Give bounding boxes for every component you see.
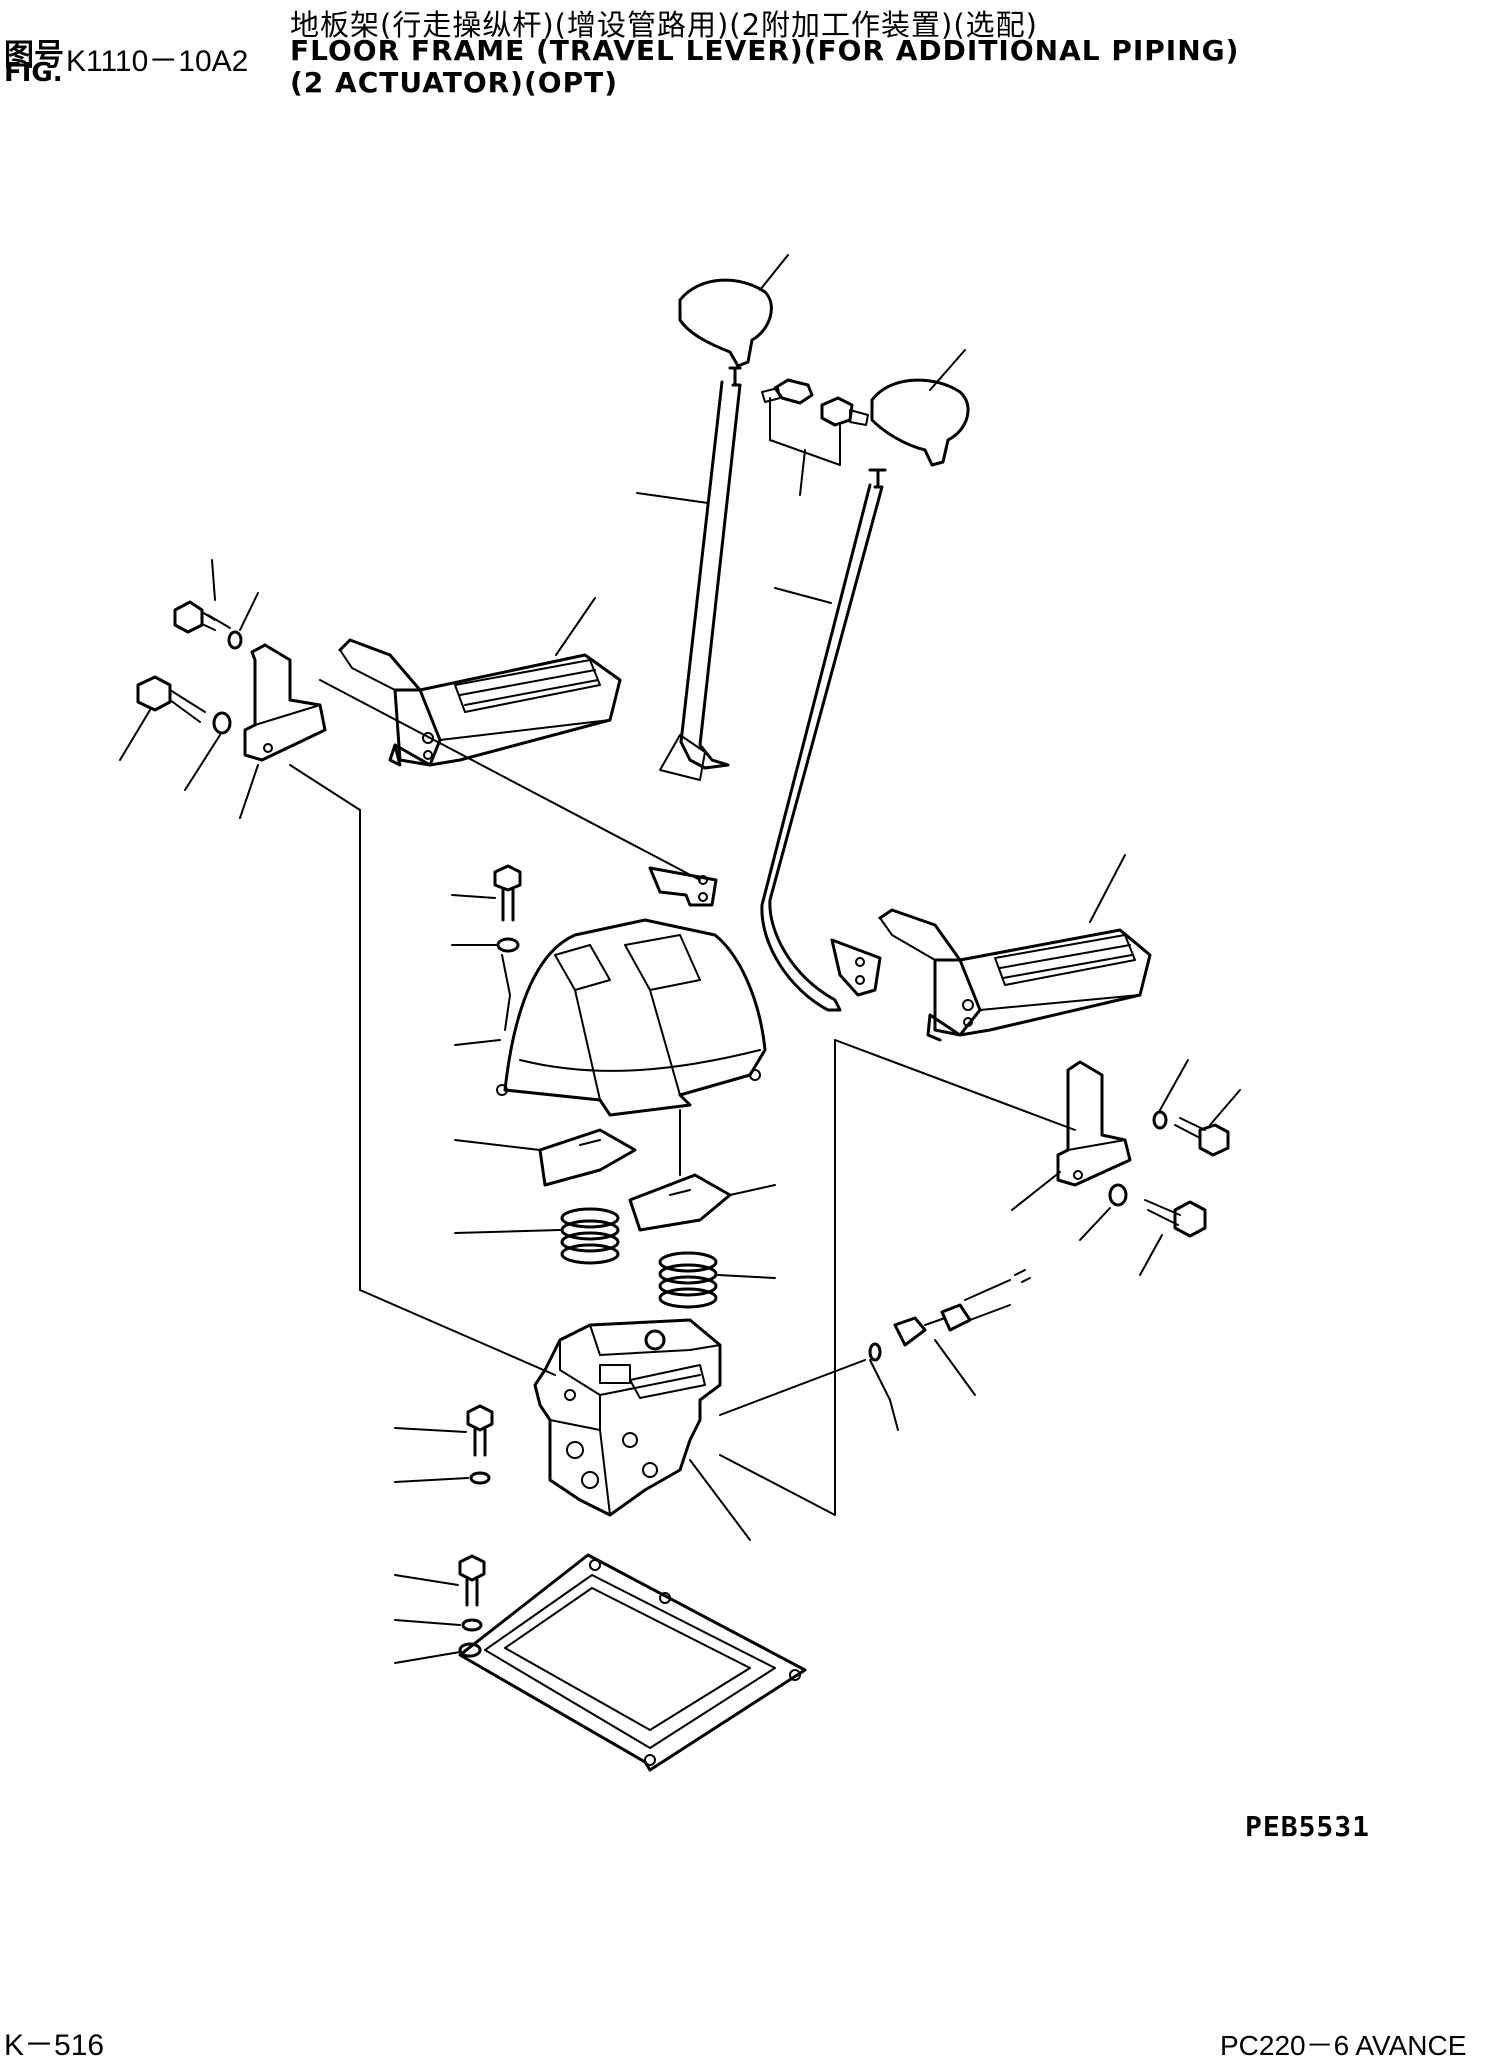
page-number: K－516 — [4, 2029, 105, 2062]
machine-model: PC220－6 AVANCE — [1220, 2030, 1467, 2061]
ppc-valve — [533, 1318, 751, 1541]
valve-cover — [496, 918, 767, 1117]
right-bracket — [1011, 1060, 1132, 1211]
left-bolt-lower — [119, 675, 232, 791]
leader-line — [834, 1039, 1076, 1131]
pipe-fitting — [868, 1269, 1031, 1431]
title-english-line2: (2 ACTUATOR)(OPT) — [290, 66, 618, 99]
right-bolt-lower — [1079, 1183, 1207, 1276]
left-bracket — [239, 643, 327, 819]
leader-line — [319, 679, 701, 881]
title-english-line1: FLOOR FRAME (TRAVEL LEVER)(FOR ADDITIONA… — [290, 34, 1240, 67]
stopper-left — [454, 1128, 637, 1187]
stopper-right — [628, 1109, 776, 1232]
right-lever-knob — [870, 349, 970, 467]
valve-bolt-lower — [394, 1554, 486, 1664]
title-chinese: 地板架(行走操纵杆)(增设管路用)(2附加工作装置)(选配) — [290, 8, 1038, 42]
right-lever-rod — [760, 468, 887, 1012]
valve-bolt-upper — [394, 1404, 494, 1485]
leader-line — [289, 764, 361, 811]
figure-number: K1110－10A2 — [66, 45, 249, 78]
leader-line — [359, 1289, 556, 1376]
left-lever-knob — [678, 254, 789, 368]
right-bolt-upper — [1152, 1059, 1241, 1157]
left-lever-rod — [636, 366, 742, 907]
spring-right — [658, 1251, 776, 1309]
fig-label-cn: 图号 — [4, 38, 64, 73]
gasket-plate — [458, 1553, 807, 1772]
left-travel-pedal — [338, 597, 622, 767]
spring-left — [454, 1207, 620, 1265]
lever-mount-bolt — [761, 378, 869, 496]
right-travel-pedal — [878, 854, 1152, 1042]
leader-line — [719, 1359, 866, 1416]
fig-label-en: FIG. — [4, 58, 63, 88]
drawing-code: PEB5531 — [1245, 1810, 1371, 1843]
cover-bolt — [451, 864, 522, 1046]
leader-line — [719, 1454, 836, 1516]
left-bolt-upper — [173, 559, 259, 650]
